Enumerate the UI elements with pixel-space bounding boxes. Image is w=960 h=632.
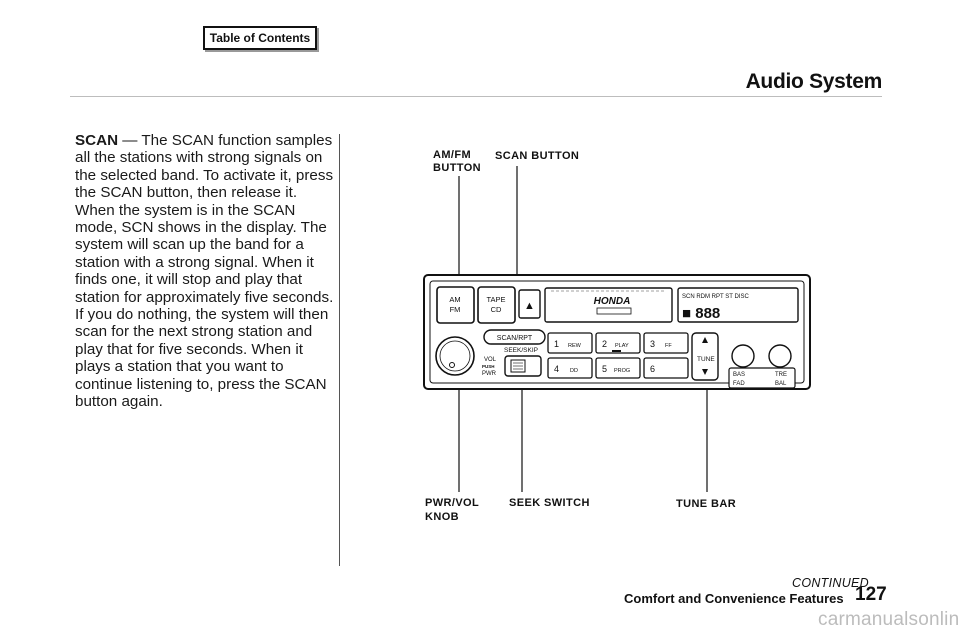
preset-2-label: PLAY [615,343,629,349]
scan-description-text: — The SCAN function samples all the stat… [75,132,334,411]
tape-cd-button[interactable] [477,286,516,324]
scan-description: SCAN — The SCAN function samples all the… [75,132,337,411]
preset-2-button[interactable] [595,332,641,354]
honda-logo: HONDA [594,296,631,307]
knob-indicator-icon [449,362,455,368]
callout-seek-switch: SEEK SWITCH [509,497,590,509]
watermark: carmanualsonline.info [818,609,960,630]
preset-4-label: DD [570,368,578,374]
preset-3-num: 3 [650,339,655,349]
amfm-button[interactable] [436,286,475,324]
pwr-vol-knob[interactable] [435,336,475,376]
display-indicators: SCN RDM RPT ST DISC [682,294,749,300]
bas-label: BAS [733,372,745,378]
preset-6-button[interactable] [643,357,689,379]
callout-amfm-line2: BUTTON [433,162,482,174]
preset-4-num: 4 [554,364,559,374]
preset-5-label: PROG [614,368,630,374]
push-label: PUSH [482,364,495,369]
section-title: Audio System [745,70,883,93]
eject-button[interactable] [518,289,541,319]
callout-scan-button: SCAN BUTTON [495,150,580,162]
scan-rpt-label: SCAN/RPT [497,335,533,342]
footer-chapter: Comfort and Convenience Features [624,591,844,606]
preset-4-button[interactable] [547,357,593,379]
dolby-mark [596,307,632,315]
treble-knob[interactable] [768,344,792,368]
preset-1-label: REW [568,343,582,349]
preset-5-num: 5 [602,364,607,374]
pwr-label: PWR [482,371,497,377]
leader-lines [458,166,708,492]
vol-label: VOL [484,357,497,363]
bass-knob[interactable] [731,344,755,368]
cassette-door [544,287,673,323]
play-indicator [612,350,621,352]
table-of-contents-button[interactable]: Table of Contents [203,26,317,50]
column-divider [339,134,340,566]
amfm-label-am: AM [449,295,460,304]
callout-amfm-line1: AM/FM [433,149,472,161]
preset-3-button[interactable] [643,332,689,354]
preset-1-num: 1 [554,339,559,349]
tre-label: TRE [775,372,787,378]
tune-bar[interactable] [691,332,719,381]
header-rule [70,96,882,97]
preset-6-num: 6 [650,364,655,374]
tune-label: TUNE [697,356,715,363]
preset-3-label: FF [665,343,672,349]
continued-label: CONTINUED [792,576,870,590]
fad-label: FAD [733,381,745,387]
tune-down-icon [702,369,708,375]
radio-inner-bezel [429,280,805,384]
tune-up-icon [702,337,708,343]
callout-pwr-vol-line1: PWR/VOL [425,497,480,509]
bal-label: BAL [775,381,787,387]
preset-1-button[interactable] [547,332,593,354]
audio-adjust-panel [728,367,796,389]
callout-pwr-vol-line2: KNOB [425,511,459,523]
page-number: 127 [855,584,887,605]
callout-tune-bar: TUNE BAR [676,498,737,510]
preset-2-num: 2 [602,339,607,349]
cd-label: CD [491,305,502,314]
eject-icon: ▲ [524,300,535,312]
pwr-vol-knob-inner [439,340,471,372]
scan-rpt-button[interactable] [483,329,546,345]
tape-label: TAPE [486,295,505,304]
amfm-label-fm: FM [450,305,461,314]
seek-skip-label: SEEK/SKIP [504,347,538,354]
scan-term: SCAN [75,132,119,149]
preset-5-button[interactable] [595,357,641,379]
display-panel [677,287,799,323]
display-digits: ■ 888 [682,305,720,322]
preset-buttons: 1 REW 2 PLAY 3 FF 4 DD 5 PROG 6 [547,332,689,379]
